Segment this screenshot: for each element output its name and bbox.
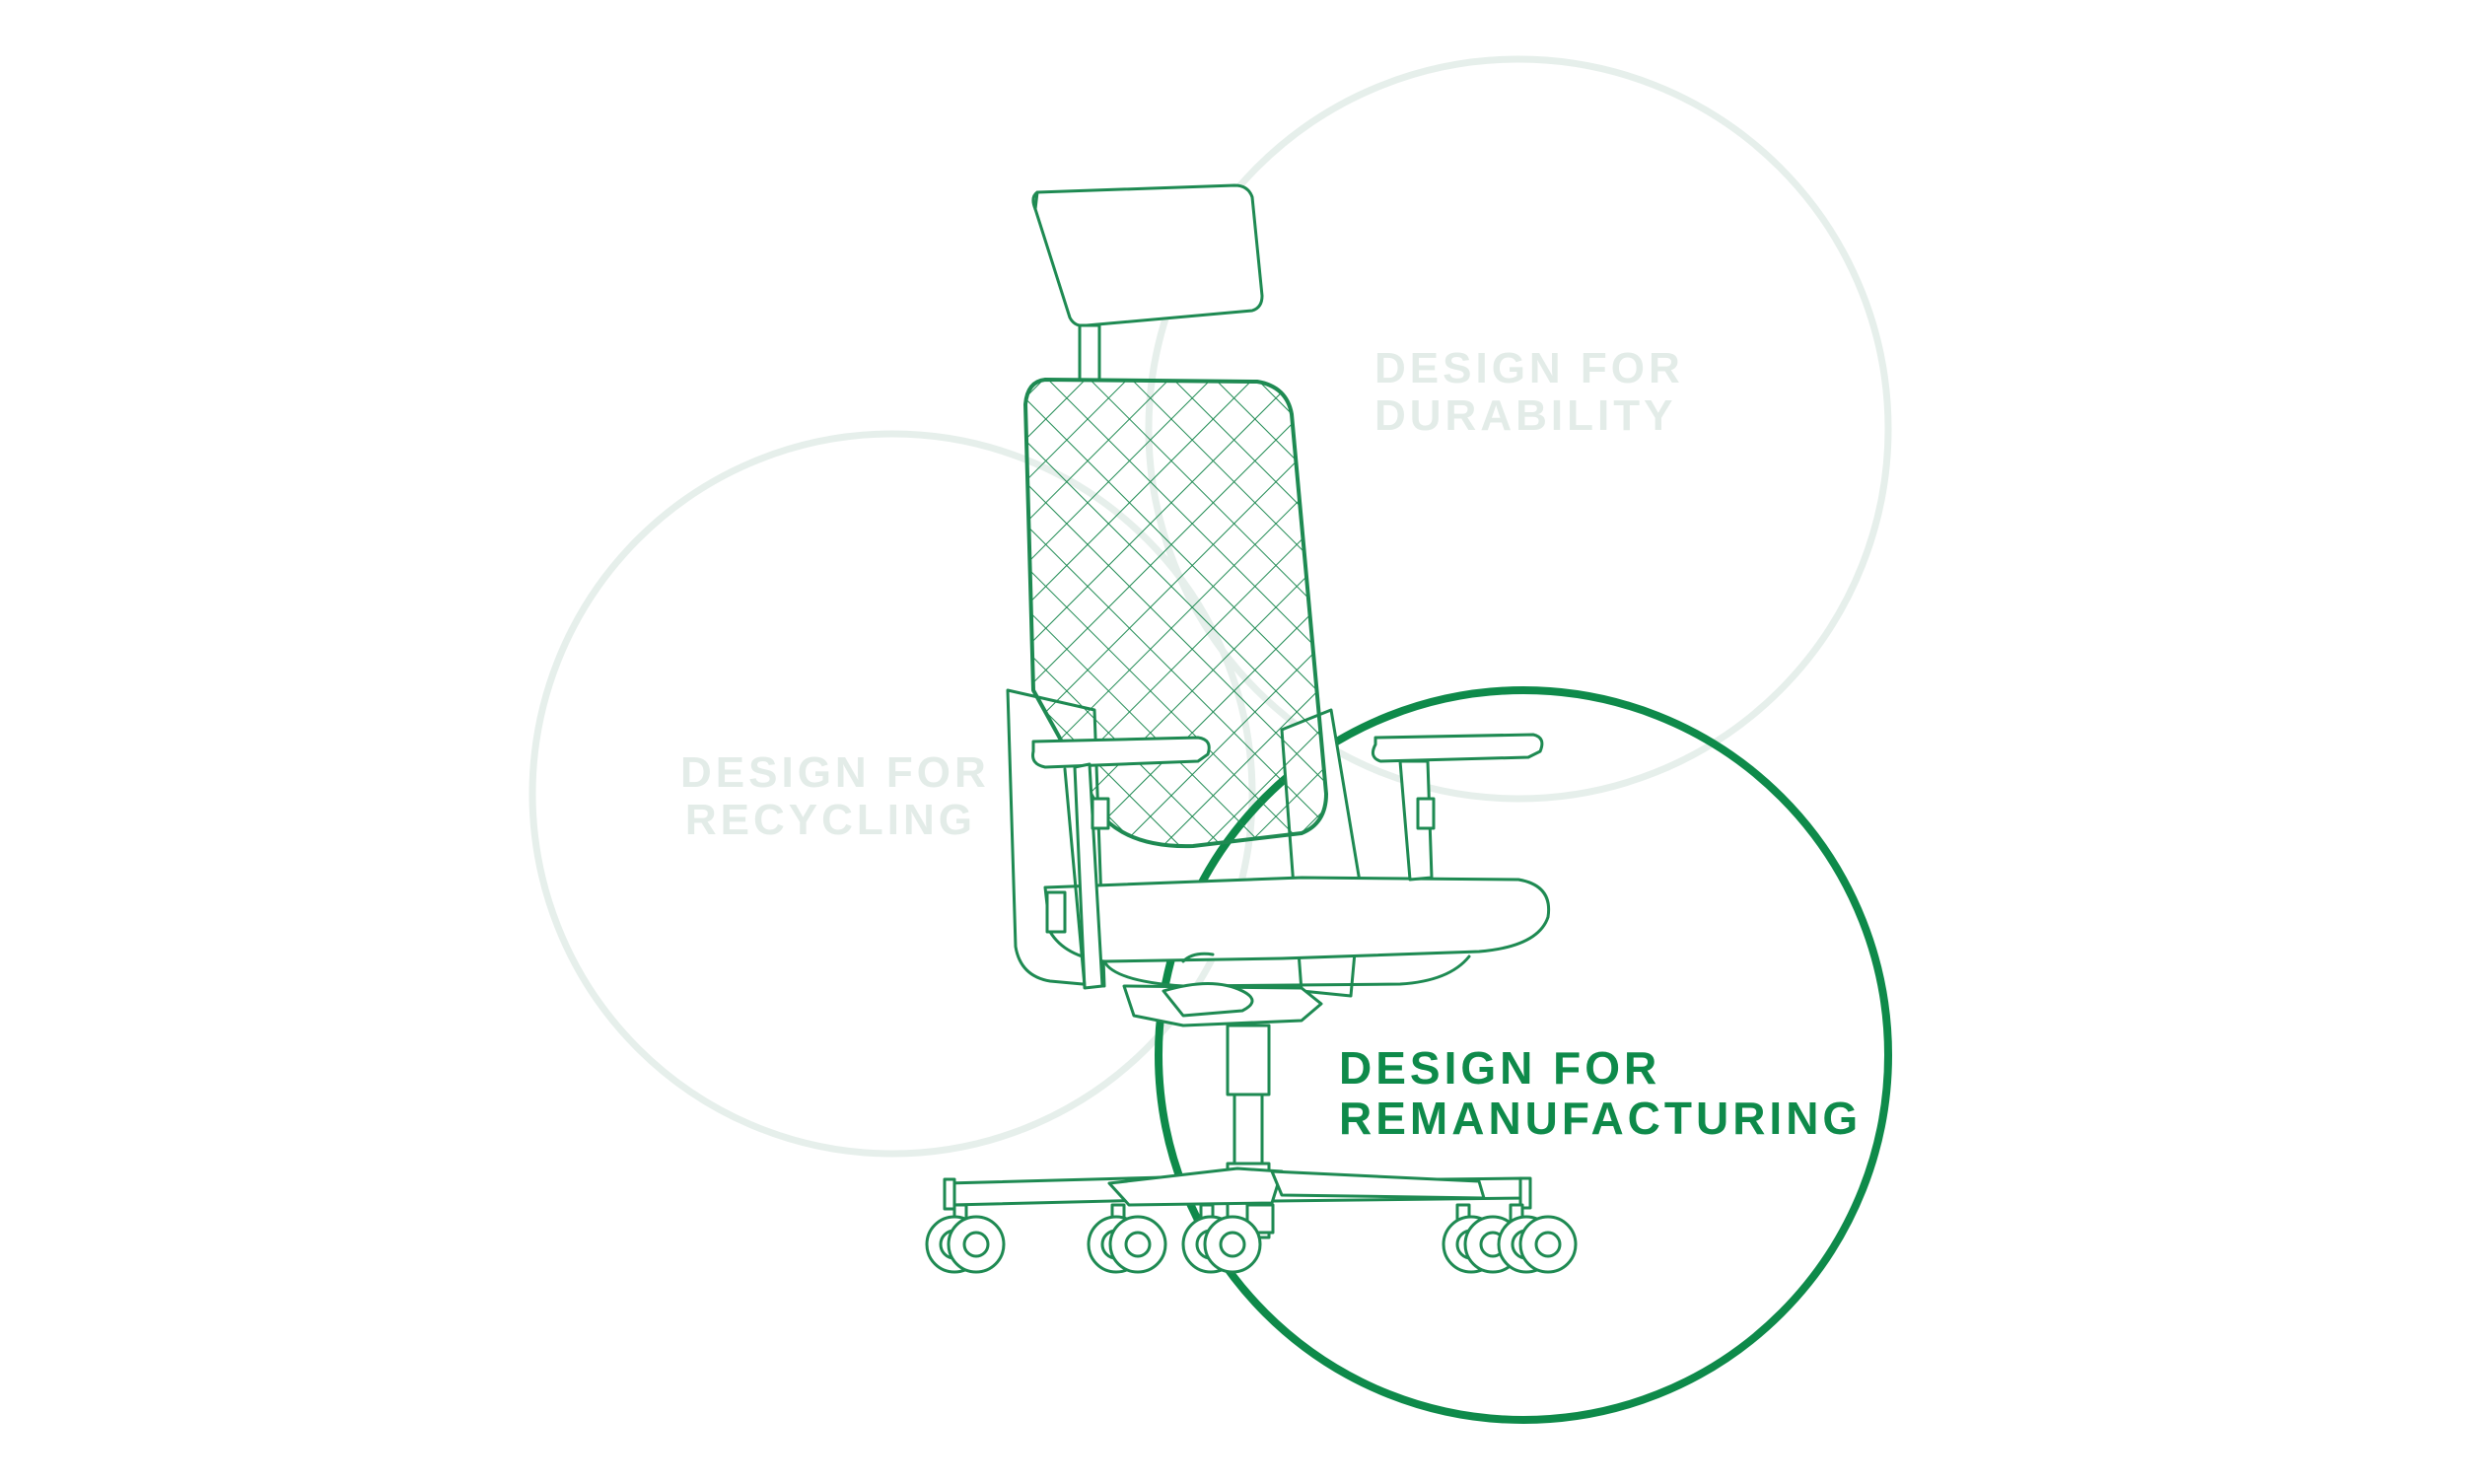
label-remanufacturing-line1: DESIGN FOR bbox=[1339, 1042, 1661, 1094]
caster-1 bbox=[925, 1203, 1006, 1274]
label-durability-line1: DESIGN FOR bbox=[1374, 344, 1684, 392]
caster-5 bbox=[1497, 1203, 1578, 1274]
chair-backrest bbox=[1023, 378, 1328, 849]
caster-2 bbox=[1087, 1203, 1167, 1274]
label-recycling-line1: DESIGN FOR bbox=[680, 748, 990, 797]
label-design-for-recycling: DESIGN FOR RECYCLING bbox=[680, 748, 990, 845]
label-remanufacturing-line2: REMANUFACTURING bbox=[1339, 1092, 1863, 1144]
label-durability-line2: DURABILITY bbox=[1374, 391, 1677, 441]
chair-armrest-right bbox=[1371, 733, 1544, 882]
chair-headrest bbox=[1031, 183, 1264, 382]
label-design-for-durability: DESIGN FOR DURABILITY bbox=[1374, 344, 1684, 441]
label-design-for-remanufacturing: DESIGN FOR REMANUFACTURING bbox=[1339, 1043, 1862, 1143]
chair-gas-cylinder bbox=[1226, 1024, 1275, 1239]
label-recycling-line2: RECYCLING bbox=[684, 796, 976, 845]
chair-mechanism bbox=[1122, 952, 1323, 1027]
chair-armrest-left bbox=[1031, 736, 1211, 990]
chair-base bbox=[943, 1166, 1532, 1211]
circle-remanufacturing bbox=[1155, 686, 1892, 1424]
chair-casters bbox=[925, 1203, 1578, 1274]
chair-seat bbox=[1043, 876, 1551, 988]
caster-3 bbox=[1181, 1203, 1262, 1274]
office-chair-illustration bbox=[925, 183, 1578, 1274]
